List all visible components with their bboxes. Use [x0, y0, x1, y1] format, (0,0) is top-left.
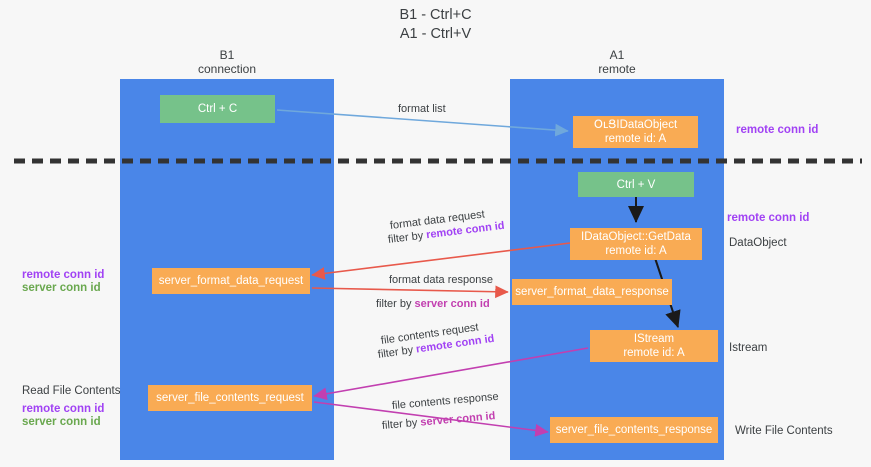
edge-label-file-contents-request-filter-prefix: filter by — [377, 343, 417, 361]
node-idataobject-remote-line1: ՕւՑIDataObject — [593, 119, 678, 131]
edge-label-file-contents-response-filter-prefix: filter by — [381, 416, 421, 432]
edge-label-format-data-request-filter-prefix: filter by — [387, 229, 427, 246]
edge-label-format-list: format list — [398, 103, 446, 115]
caption-right-write-file-contents: Write File Contents — [735, 425, 833, 437]
edge-label-format-data-response-filter-key: server conn id — [414, 298, 490, 310]
node-ctrl-v[interactable]: Ctrl + V — [578, 172, 694, 197]
caption-left-remote-conn-id: remote conn id — [22, 269, 105, 281]
node-server-file-contents-response-line1: server_file_contents_response — [555, 424, 713, 436]
edge-label-file-contents-response-filter-key: server conn id — [419, 410, 496, 429]
node-idataobject-getdata-line2: remote id: A — [605, 245, 667, 257]
arrow-format-data-response — [311, 285, 509, 299]
node-istream-line1: IStream — [633, 333, 675, 345]
caption-left-server-conn-id: server conn id — [22, 282, 101, 294]
caption-right-istream: Istream — [729, 342, 768, 354]
node-idataobject-getdata-line1: IDataObject::GetData — [581, 231, 691, 243]
node-idataobject-remote[interactable]: ՕւՑIDataObject remote id: A — [573, 116, 698, 148]
column-header-b1-role: connection — [197, 62, 257, 76]
title-line-2: A1 - Ctrl+V — [399, 26, 472, 42]
column-header-b1-name: B1 — [219, 48, 235, 62]
caption-left-remote-conn-id-2: remote conn id — [22, 403, 105, 415]
column-header-a1: A1 remote — [510, 48, 724, 76]
node-server-file-contents-response[interactable]: server_file_contents_response — [550, 417, 718, 443]
column-header-a1-name: A1 — [609, 48, 625, 62]
node-server-file-contents-request-line1: server_file_contents_request — [156, 392, 304, 404]
caption-left-read-file-contents: Read File Contents — [22, 385, 121, 397]
edge-label-format-data-response-filter-prefix: filter by — [376, 298, 415, 310]
node-server-format-data-response[interactable]: server_format_data_response — [512, 279, 672, 305]
edge-label-file-contents-response-filter: filter by server conn id — [381, 409, 496, 433]
edge-label-format-data-response-filter: filter by server conn id — [376, 297, 490, 311]
caption-right-remote-conn-id-top: remote conn id — [736, 124, 819, 136]
caption-left-server-conn-id-2: server conn id — [22, 416, 101, 428]
caption-right-remote-conn-id-mid: remote conn id — [727, 212, 810, 224]
node-server-format-data-response-line1: server_format_data_response — [515, 286, 669, 298]
node-server-file-contents-request[interactable]: server_file_contents_request — [148, 385, 312, 411]
column-header-a1-role: remote — [598, 62, 636, 76]
node-idataobject-getdata[interactable]: IDataObject::GetData remote id: A — [570, 228, 702, 260]
page-title: B1 - Ctrl+C A1 - Ctrl+V — [0, 6, 871, 44]
caption-right-dataobject: DataObject — [729, 237, 787, 249]
column-header-b1: B1 connection — [120, 48, 334, 76]
title-line-1: B1 - Ctrl+C — [399, 7, 472, 23]
node-idataobject-remote-line2: remote id: A — [604, 133, 667, 145]
node-ctrl-v-line1: Ctrl + V — [616, 178, 656, 191]
edge-label-format-data-response: format data response — [389, 274, 493, 286]
node-ctrl-c-line1: Ctrl + C — [197, 103, 238, 115]
node-server-format-data-request-line1: server_format_data_request — [158, 275, 304, 287]
node-istream[interactable]: IStream remote id: A — [590, 330, 718, 362]
node-istream-line2: remote id: A — [623, 347, 685, 359]
node-ctrl-c[interactable]: Ctrl + C — [160, 95, 275, 123]
node-server-format-data-request[interactable]: server_format_data_request — [152, 268, 310, 294]
